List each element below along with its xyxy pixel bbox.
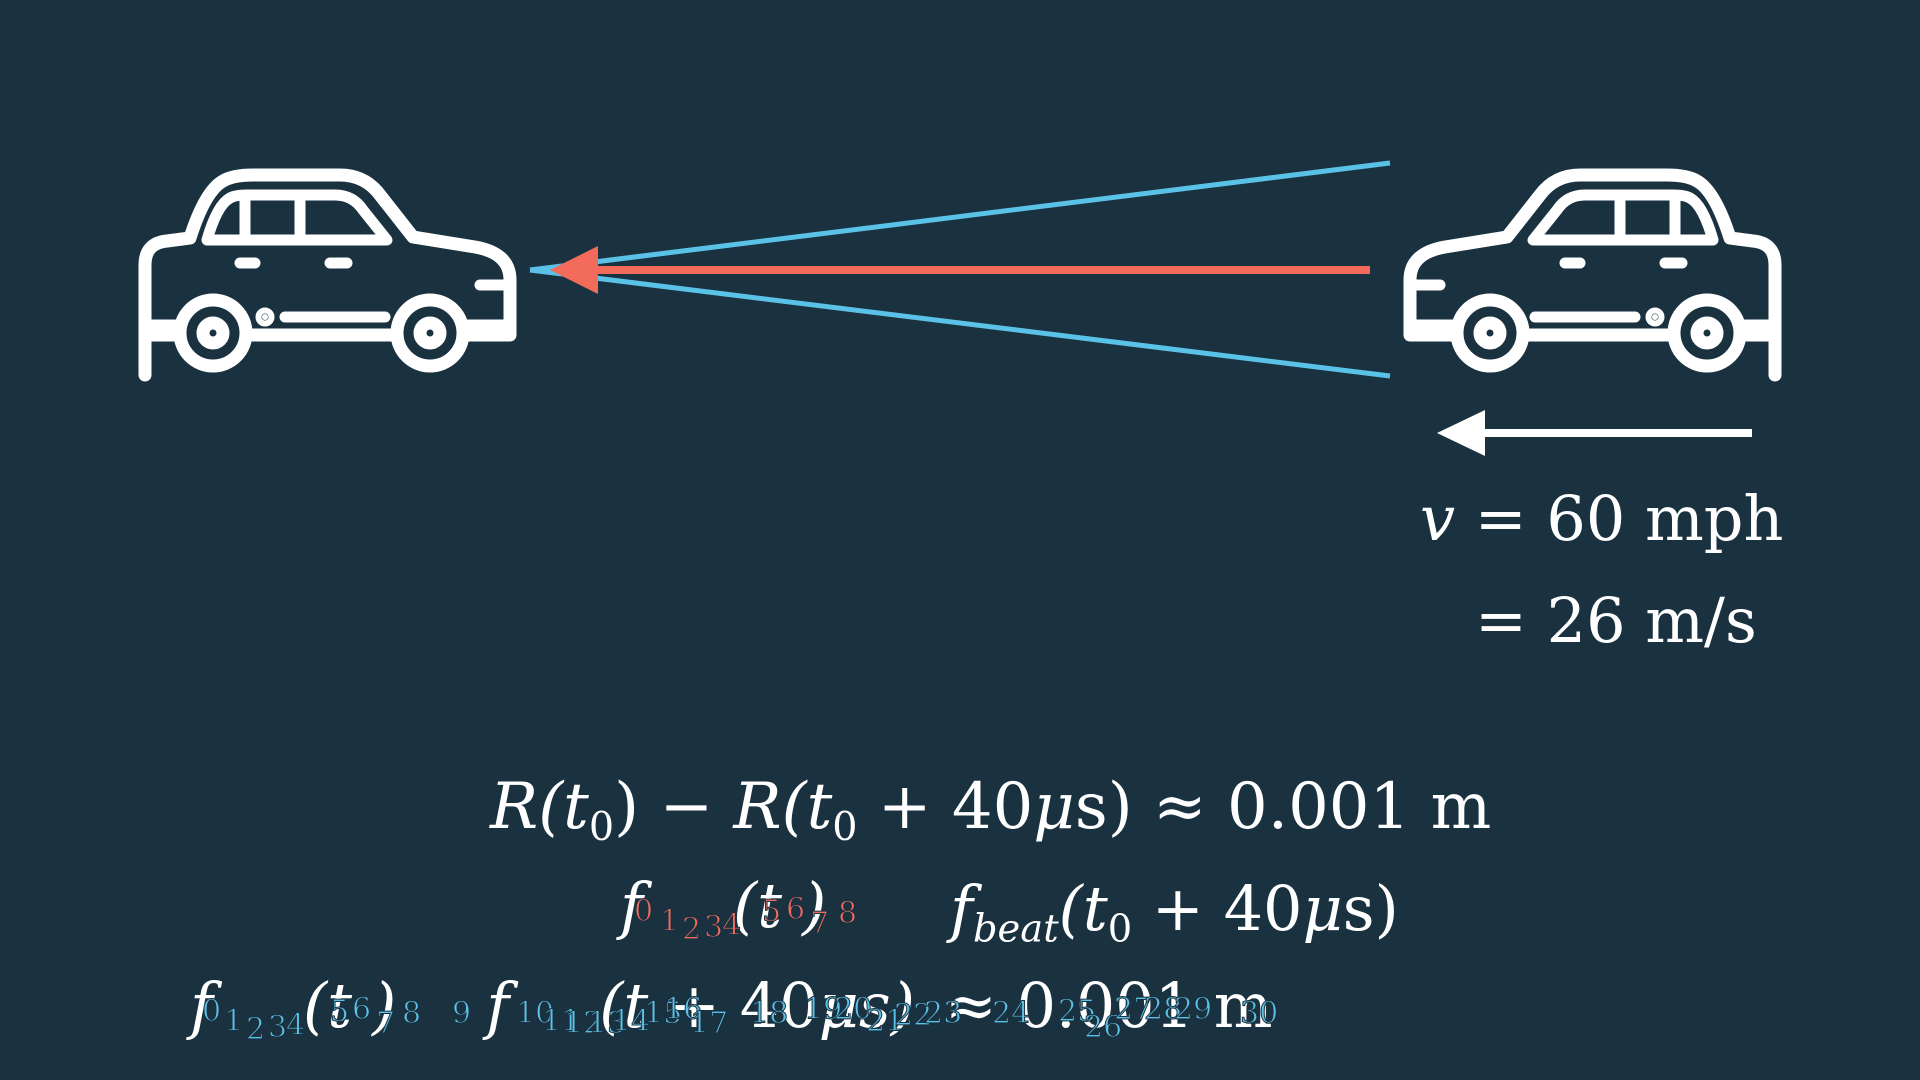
glyph-index: 1 [659, 904, 680, 939]
glyph-index: 17 [689, 1006, 729, 1041]
beat-frequency-later-term: fbeat(t0 + 40μs) [950, 872, 1399, 952]
radar-beam-lower [529, 267, 1391, 379]
glyph-index: 8 [401, 996, 422, 1031]
beat-frequency-t0-term: f(t) 0 1 2 3 4 5 6 7 8 [620, 869, 858, 947]
glyph-index: 25 [1057, 994, 1097, 1029]
signal-arrow-head [550, 246, 598, 294]
glyph-index: 4 [285, 1008, 306, 1043]
glyph-index: 27 [1113, 992, 1153, 1027]
motion-arrow-head [1437, 410, 1485, 456]
beat-difference-equation: f(t)f(t + 40μs)≈ 0.001 m 0 1 2 3 4 5 6 7… [190, 969, 1279, 1047]
radar-beam-upper [529, 160, 1391, 273]
range-difference-equation: R(t0) − R(t0 + 40μs) ≈ 0.001 m [490, 770, 1492, 850]
glyph-index: 11 [541, 1004, 581, 1039]
glyph-index: 7 [809, 906, 830, 941]
glyph-index: 30 [1239, 996, 1279, 1031]
glyph-index: 5 [329, 994, 350, 1029]
speed-mph-label: v = 60 mph [1420, 482, 1784, 555]
glyph-index: 28 [1143, 992, 1183, 1027]
glyph-index: 3 [267, 1010, 288, 1045]
glyph-index: 9 [451, 996, 472, 1031]
glyph-index: 18 [749, 996, 789, 1031]
glyph-index: 8 [837, 896, 858, 931]
glyph-index: 6 [351, 992, 372, 1027]
glyph-index: 12 [563, 1006, 603, 1041]
glyph-index: 23 [923, 996, 963, 1031]
glyph-index: 22 [893, 998, 933, 1033]
glyph-index: 0 [633, 894, 654, 929]
glyph-index: 21 [865, 1004, 905, 1039]
glyph-index: 15 [643, 996, 683, 1031]
glyph-index: 2 [245, 1012, 266, 1047]
glyph-index: 5 [761, 894, 782, 929]
glyph-index: 16 [663, 992, 703, 1027]
glyph-index: 2 [681, 912, 702, 947]
glyph-index: 19 [803, 992, 843, 1027]
glyph-index: 0 [201, 994, 222, 1029]
glyph-index: 4 [721, 908, 742, 943]
glyph-index: 1 [223, 1004, 244, 1039]
glyph-index: 24 [991, 996, 1031, 1031]
speed-ms-label: = 26 m/s [1475, 584, 1757, 657]
glyph-index: 26 [1083, 1010, 1123, 1045]
glyph-index: 3 [703, 910, 724, 945]
glyph-index: 20 [833, 992, 873, 1027]
glyph-index: 14 [611, 1004, 651, 1039]
glyph-index: 10 [515, 996, 555, 1031]
car-icon [138, 168, 517, 382]
glyph-index: 7 [375, 1006, 396, 1041]
glyph-index: 6 [785, 892, 806, 927]
glyph-index: 29 [1173, 992, 1213, 1027]
glyph-index: 13 [587, 1006, 627, 1041]
car-icon [1403, 168, 1782, 382]
